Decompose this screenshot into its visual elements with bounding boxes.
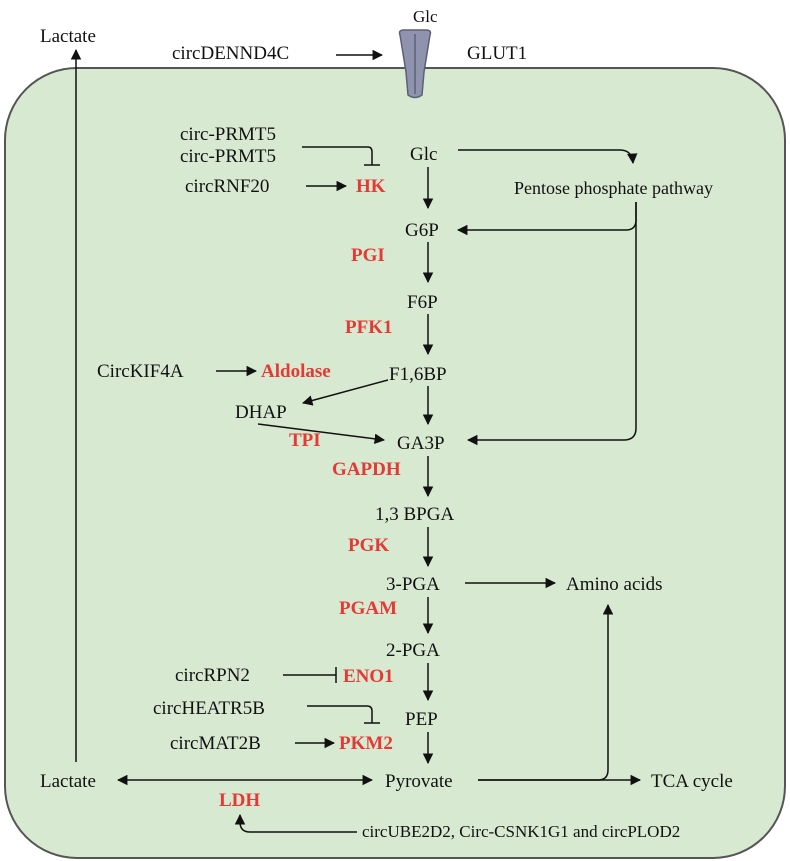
circ-rnf20-label: circRNF20 xyxy=(185,176,269,197)
dhap-label: DHAP xyxy=(235,402,287,423)
pyruvate-label: Pyrovate xyxy=(385,771,453,792)
g6p-label: G6P xyxy=(405,220,439,241)
circ-kif4a-label: CircKIF4A xyxy=(97,361,184,382)
bpga-label: 1,3 BPGA xyxy=(375,504,454,525)
circ-rpn2-label: circRPN2 xyxy=(175,665,250,686)
regulator-arrows xyxy=(70,48,384,833)
pfk1-enzyme: PFK1 xyxy=(345,317,393,338)
amino-acids-label: Amino acids xyxy=(566,574,663,595)
eno1-enzyme: ENO1 xyxy=(343,666,394,687)
tpi-enzyme: TPI xyxy=(289,430,321,451)
aldolase-enzyme: Aldolase xyxy=(261,361,331,382)
ldh-enzyme: LDH xyxy=(219,790,260,811)
circ-dennd4c-label: circDENND4C xyxy=(172,43,289,64)
pathway-arrows xyxy=(116,167,642,786)
lactate-label: Lactate xyxy=(40,771,96,792)
circ-mat2b-label: circMAT2B xyxy=(170,733,261,754)
ldh-regulators-label: circUBE2D2, Circ-CSNK1G1 and circPLOD2 xyxy=(362,822,680,841)
tca-cycle-label: TCA cycle xyxy=(651,771,733,792)
pep-label: PEP xyxy=(405,709,438,730)
ga3p-label: GA3P xyxy=(397,433,445,454)
pgi-enzyme: PGI xyxy=(351,245,385,266)
glut1-label: GLUT1 xyxy=(467,43,527,64)
pga3-label: 3-PGA xyxy=(386,574,440,595)
pgam-enzyme: PGAM xyxy=(339,598,397,619)
circ-heatr5b-label: circHEATR5B xyxy=(153,698,265,719)
outside-glc-label: Glc xyxy=(413,7,438,26)
pga2-label: 2-PGA xyxy=(386,640,440,661)
circ-prmt5-a-label: circ-PRMT5 xyxy=(180,124,276,145)
glut1-transporter-icon xyxy=(398,29,432,99)
ppp-arrows xyxy=(456,149,638,781)
outside-lactate-label: Lactate xyxy=(40,26,96,47)
glc-label: Glc xyxy=(410,144,437,165)
f6p-label: F6P xyxy=(407,292,438,313)
gapdh-enzyme: GAPDH xyxy=(332,459,401,480)
cell-membrane xyxy=(4,67,786,859)
pgk-enzyme: PGK xyxy=(348,535,389,556)
hk-enzyme: HK xyxy=(356,176,386,197)
f16bp-label: F1,6BP xyxy=(389,364,447,385)
ppp-label: Pentose phosphate pathway xyxy=(514,178,713,198)
pkm2-enzyme: PKM2 xyxy=(339,733,393,754)
circ-prmt5-b-label: circ-PRMT5 xyxy=(180,146,276,167)
